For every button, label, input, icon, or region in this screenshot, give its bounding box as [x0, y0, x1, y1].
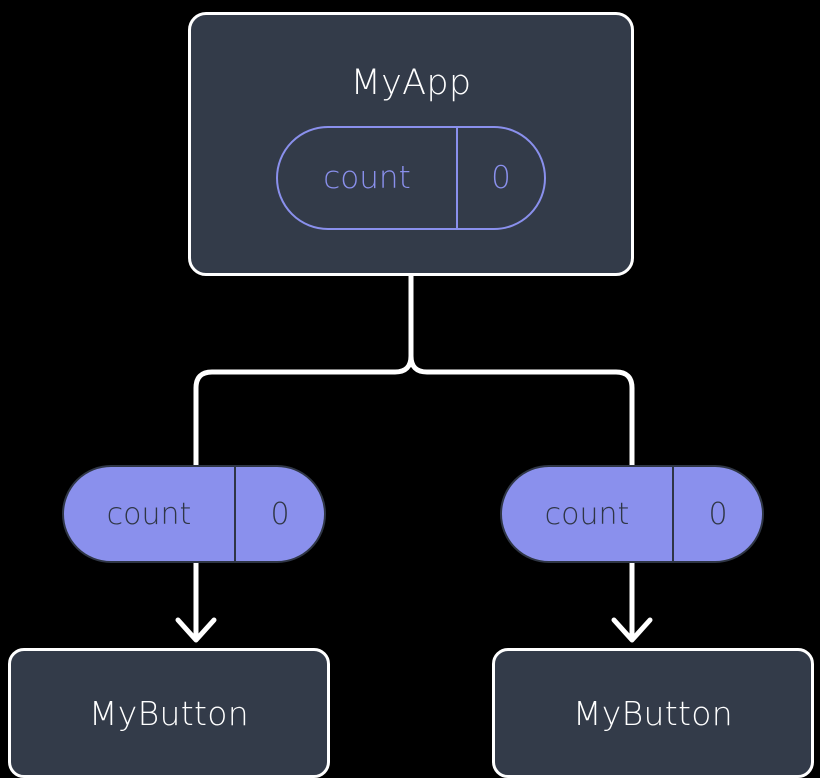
component-label-myapp: MyApp [350, 63, 472, 103]
prop-pill-key: count [64, 467, 236, 561]
state-pill-myapp[interactable]: count 0 [276, 126, 546, 230]
arrow-head-right-icon [611, 617, 653, 643]
state-pill-value: 0 [491, 160, 511, 196]
prop-pill-value: 0 [708, 496, 728, 532]
component-label-mybutton: MyButton [89, 693, 249, 733]
component-node-mybutton-1[interactable]: MyButton [492, 648, 814, 778]
state-pill-key: count [278, 128, 458, 228]
prop-pill-key: count [502, 467, 674, 561]
prop-pill-child-0[interactable]: count 0 [62, 465, 326, 563]
branch-connector-parent-to-children [408, 273, 635, 469]
prop-pill-child-1[interactable]: count 0 [500, 465, 764, 563]
component-label-mybutton: MyButton [573, 693, 733, 733]
arrow-head-left-icon [175, 617, 217, 643]
component-node-myapp[interactable]: MyApp [188, 12, 634, 276]
branch-connector-parent-to-children-left [193, 353, 414, 469]
prop-pill-value: 0 [270, 496, 290, 532]
component-node-mybutton-0[interactable]: MyButton [8, 648, 330, 778]
